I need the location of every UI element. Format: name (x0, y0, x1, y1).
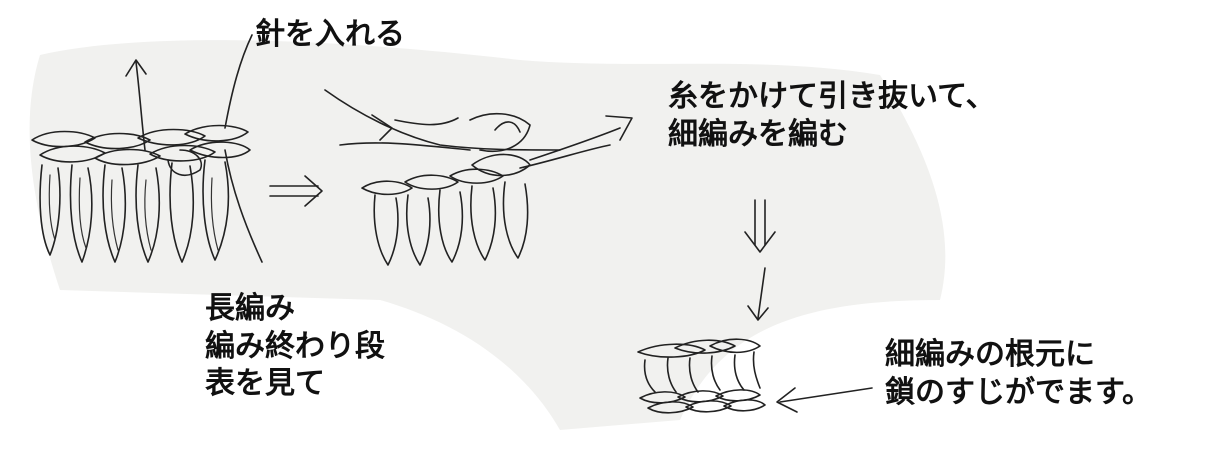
double-crochet-line-3: 表を見て (205, 366, 325, 401)
pull-through-line-2: 細編みを編む (668, 116, 848, 152)
down-double-arrow (744, 199, 776, 253)
single-crochet-sketch (637, 338, 766, 414)
stitch-posts (39, 159, 230, 263)
single-crochet-label: 細編みの根元に 鎖のすじがでます。 (885, 336, 1152, 411)
needle-and-yarn (125, 34, 263, 263)
single-crochet-line-2: 鎖のすじがでます。 (885, 374, 1152, 410)
left-arrow (776, 387, 873, 413)
chain-loops-top (31, 124, 251, 166)
double-crochet-line-2: 編み終わり段 (205, 328, 385, 364)
pull-through-line-1: 糸をかけて引き抜いて、 (668, 79, 996, 114)
double-crochet-sketch (31, 34, 263, 263)
pull-through-sketch (324, 89, 633, 266)
single-crochet-line-1: 細編みの根元に (885, 337, 1095, 372)
small-chain-row (361, 153, 531, 196)
chain-stitch-row (639, 389, 766, 414)
down-arrow (747, 267, 769, 321)
pull-through-label: 糸をかけて引き抜いて、 細編みを編む (668, 78, 996, 153)
paper-shading (29, 40, 946, 430)
double-crochet-line-1: 長編み (205, 291, 295, 326)
insert-needle-label: 針を入れる (255, 17, 405, 52)
right-arrow-1 (269, 175, 323, 207)
double-crochet-label: 長編み 編み終わり段 表を見て (205, 290, 385, 403)
